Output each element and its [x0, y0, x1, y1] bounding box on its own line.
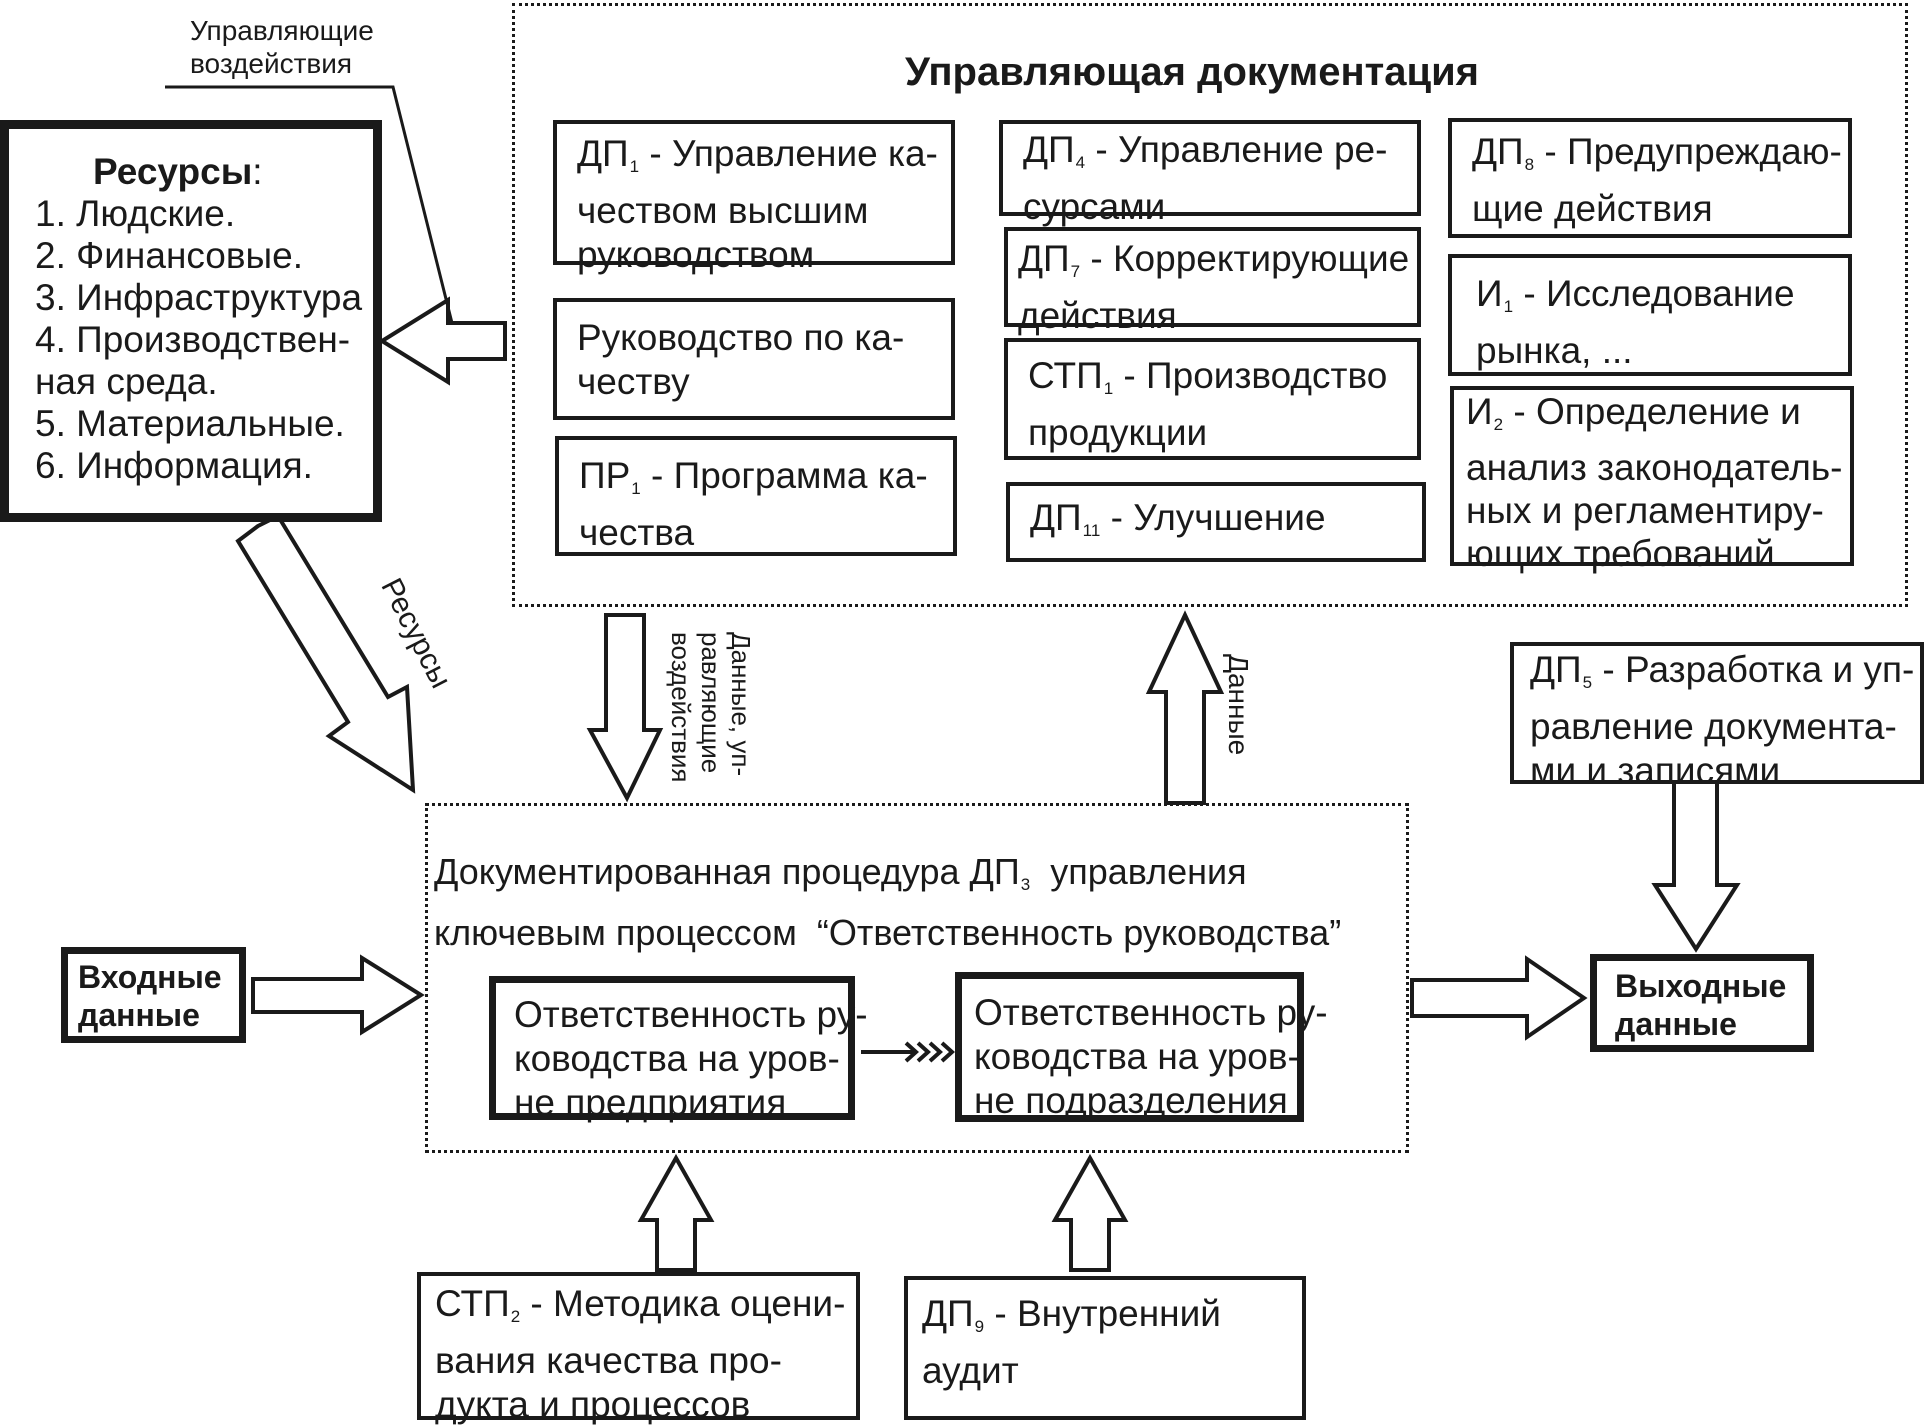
procedure-box-enterprise: Ответственность ру-ководства на уров-не … — [489, 976, 868, 1123]
procedure-container — [425, 803, 1409, 1153]
doc-box-quality-manual: Руководство по ка-честву — [553, 298, 955, 420]
arrow-resources-to-procedure — [235, 513, 416, 794]
arrow-docs-to-procedure — [586, 613, 664, 803]
arrow-procedure-to-output — [1410, 955, 1588, 1041]
label-data-control: Данные, уп- равляющие воздействия — [666, 632, 756, 783]
doc-box-stp2: СТП2 - Методика оцени-вания качества про… — [417, 1272, 860, 1425]
arrow-dp9-to-procedure — [1051, 1153, 1129, 1272]
procedure-box-department: Ответственность ру-ководства на уров-не … — [955, 972, 1328, 1122]
procedure-title: Документированная процедура ДП3 управлен… — [434, 851, 1342, 953]
label-data: Данные — [1223, 654, 1254, 756]
arrow-input-to-procedure — [251, 954, 425, 1036]
arrow-stp2-to-procedure — [637, 1153, 715, 1272]
arrow-docs-to-resources — [378, 296, 507, 386]
control-docs-title: Управляющая документация — [905, 50, 1480, 94]
doc-box-pr1: ПР1 - Программа ка-чества — [555, 436, 957, 556]
resources-title: Ресурсы — [93, 151, 253, 192]
doc-box-dp11: ДП11 - Улучшение — [1006, 482, 1426, 562]
label-control-influence: Управляющие воздействия — [190, 15, 374, 79]
doc-box-dp4: ДП4 - Управление ре-сурсами — [999, 120, 1421, 227]
chevrons-arrow — [861, 1041, 955, 1063]
doc-box-dp8: ДП8 - Предупреждаю-щие действия — [1448, 118, 1852, 238]
control-docs-container — [512, 3, 1908, 607]
arrow-dp5-to-output — [1651, 780, 1741, 953]
doc-box-dp5: ДП5 - Разработка и уп-равление документа… — [1510, 642, 1924, 791]
resources-box: Ресурсы: 1. Людские. 2. Финансовые. 3. И… — [0, 120, 382, 522]
arrow-procedure-to-docs — [1145, 610, 1225, 805]
control-influence-leader — [165, 85, 454, 324]
